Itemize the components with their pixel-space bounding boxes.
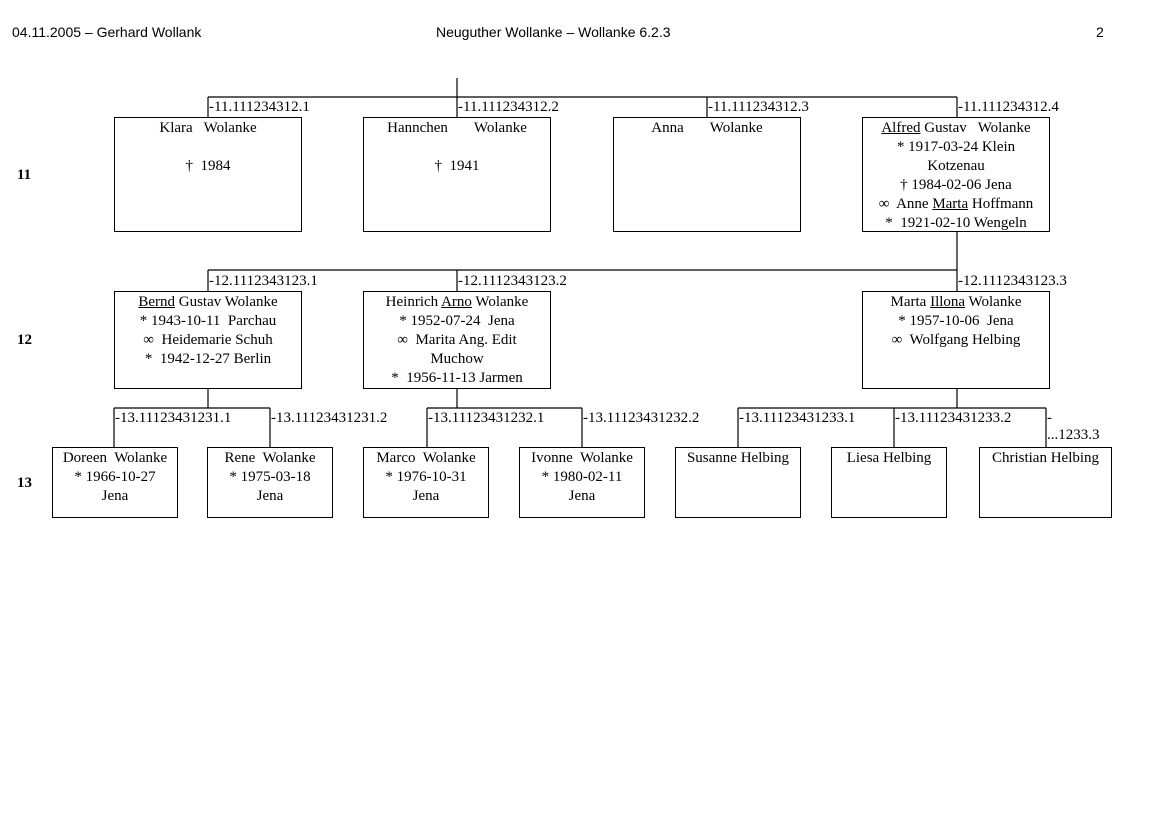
person-detail-line: Doreen Wolanke [62,450,168,466]
person-detail-line: Hannchen Wolanke [387,120,527,136]
person-detail-line: * 1976-10-31 [385,469,467,485]
person-detail-line: * 1917-03-24 Klein [896,139,1016,155]
person-detail-line: * 1980-02-11 [541,469,623,485]
person-detail-line: * 1957-10-06 Jena [898,313,1014,329]
person-box[interactable]: Susanne Helbing [675,447,801,518]
person-detail-line: Jena [412,488,440,504]
person-detail-line: Anna Wolanke [651,120,763,136]
person-detail-line: * 1966-10-27 [74,469,156,485]
person-detail-line: Rene Wolanke [224,450,316,466]
person-code: -12.1112343123.1 [209,273,318,289]
person-detail-line: † 1984 [185,158,231,174]
header-left: 04.11.2005 – Gerhard Wollank [12,24,202,40]
person-code: -11.111234312.1 [209,99,310,115]
person-detail-line: Alfred Gustav Wolanke [881,120,1031,136]
person-code: - ...1233.3 [1047,410,1100,443]
person-box[interactable]: Klara Wolanke † 1984 [114,117,302,232]
header-title: Neuguther Wollanke – Wollanke 6.2.3 [436,24,671,40]
person-detail-line: Jena [101,488,129,504]
person-box[interactable]: Christian Helbing [979,447,1112,518]
person-detail-line: ∞ Anne Marta Hoffmann [878,196,1034,212]
person-code: -11.111234312.3 [708,99,809,115]
person-detail-line: Jena [568,488,596,504]
person-box[interactable]: Heinrich Arno Wolanke * 1952-07-24 Jena ∞ … [363,291,551,389]
person-detail-line: † 1941 [434,158,480,174]
person-code: -11.111234312.2 [458,99,559,115]
person-box[interactable]: Marta Illona Wolanke * 1957-10-06 Jena ∞ W… [862,291,1050,389]
person-code: -13.11123431231.1 [115,410,232,426]
person-code: -12.1112343123.2 [458,273,567,289]
person-detail-line: * 1942-12-27 Berlin [144,351,272,367]
person-detail-line: Susanne Helbing [686,450,790,466]
person-code: -11.111234312.4 [958,99,1059,115]
person-detail-line: * 1975-03-18 [229,469,311,485]
person-detail-line: Jena [256,488,284,504]
page-number: 2 [1096,24,1104,40]
person-box[interactable]: Hannchen Wolanke † 1941 [363,117,551,232]
person-code: -13.11123431232.2 [583,410,700,426]
call-name: Illona [930,294,966,310]
call-name: Marta [932,196,969,212]
call-name: Arno [441,294,472,310]
person-detail-line: ∞ Heidemarie Schuh [143,332,273,348]
person-detail-line: * 1921-02-10 Wengeln [885,215,1027,231]
person-detail-line: Liesa Helbing [846,450,932,466]
generation-label: 12 [17,332,32,348]
person-code: -13.11123431233.2 [895,410,1012,426]
person-code: -13.11123431232.1 [428,410,545,426]
call-name: Bernd [138,294,175,310]
person-detail-line: ∞ Wolfgang Helbing [891,332,1021,348]
person-detail-line: Klara Wolanke [159,120,257,136]
person-box[interactable]: Anna Wolanke [613,117,801,232]
person-detail-line: † 1984-02-06 Jena [900,177,1012,193]
person-detail-line: Christian Helbing [991,450,1100,466]
person-detail-line: Marta Illona Wolanke [890,294,1022,310]
call-name: Alfred [881,120,921,136]
person-detail-line: Marco Wolanke [376,450,476,466]
person-detail-line: ∞ Marita Ang. Edit [397,332,517,348]
person-code: -13.11123431233.1 [739,410,856,426]
person-code: -12.1112343123.3 [958,273,1067,289]
person-detail-line: Bernd Gustav Wolanke [138,294,278,310]
person-box[interactable]: Liesa Helbing [831,447,947,518]
person-detail-line [364,138,550,157]
person-detail-line: * 1952-07-24 Jena [399,313,515,329]
person-detail-line: Muchow [430,351,484,367]
person-code: -13.11123431231.2 [271,410,388,426]
person-box[interactable]: Bernd Gustav Wolanke * 1943-10-11 Parchau… [114,291,302,389]
generation-label: 11 [17,167,32,183]
person-detail-line: Ivonne Wolanke [531,450,633,466]
person-detail-line: Heinrich Arno Wolanke [385,294,529,310]
person-detail-line: * 1943-10-11 Parchau [139,313,277,329]
generation-label: 13 [17,475,32,491]
person-detail-line: Kotzenau [927,158,985,174]
person-detail-line: * 1956-11-13 Jarmen [391,370,523,386]
person-detail-line [115,138,301,157]
